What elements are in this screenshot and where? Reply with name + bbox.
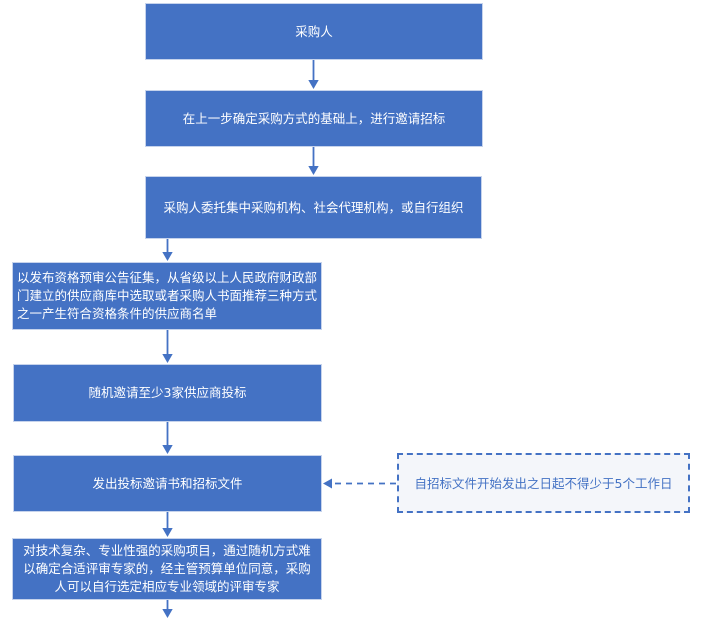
node-purchaser: 采购人 [145, 3, 483, 60]
node-entrust-agency: 采购人委托集中采购机构、社会代理机构，或自行组织 [145, 176, 482, 239]
node-self-select-experts: 对技术复杂、专业性强的采购项目，通过随机方式难以确定合适评审专家的，经主管预算单… [12, 538, 322, 600]
arrow-6-to-7 [162, 512, 173, 537]
annotation-dashed-arrow [323, 478, 396, 489]
arrow-7-down [162, 600, 173, 618]
node-random-invite-suppliers: 随机邀请至少3家供应商投标 [13, 364, 322, 422]
arrow-5-to-6 [162, 422, 173, 454]
annotation-min-5-working-days: 自招标文件开始发出之日起不得少于5个工作日 [397, 453, 690, 513]
node-issue-invitation-and-documents: 发出投标邀请书和招标文件 [13, 455, 322, 512]
arrow-2-to-3 [308, 147, 319, 175]
arrow-3-to-4 [162, 239, 173, 261]
arrow-1-to-2 [308, 60, 319, 89]
node-supplier-shortlist-methods: 以发布资格预审公告征集，从省级以上人民政府财政部门建立的供应商库中选取或者采购人… [12, 262, 322, 330]
node-invitation-bidding-basis: 在上一步确定采购方式的基础上，进行邀请招标 [145, 90, 483, 147]
arrow-4-to-5 [162, 330, 173, 363]
